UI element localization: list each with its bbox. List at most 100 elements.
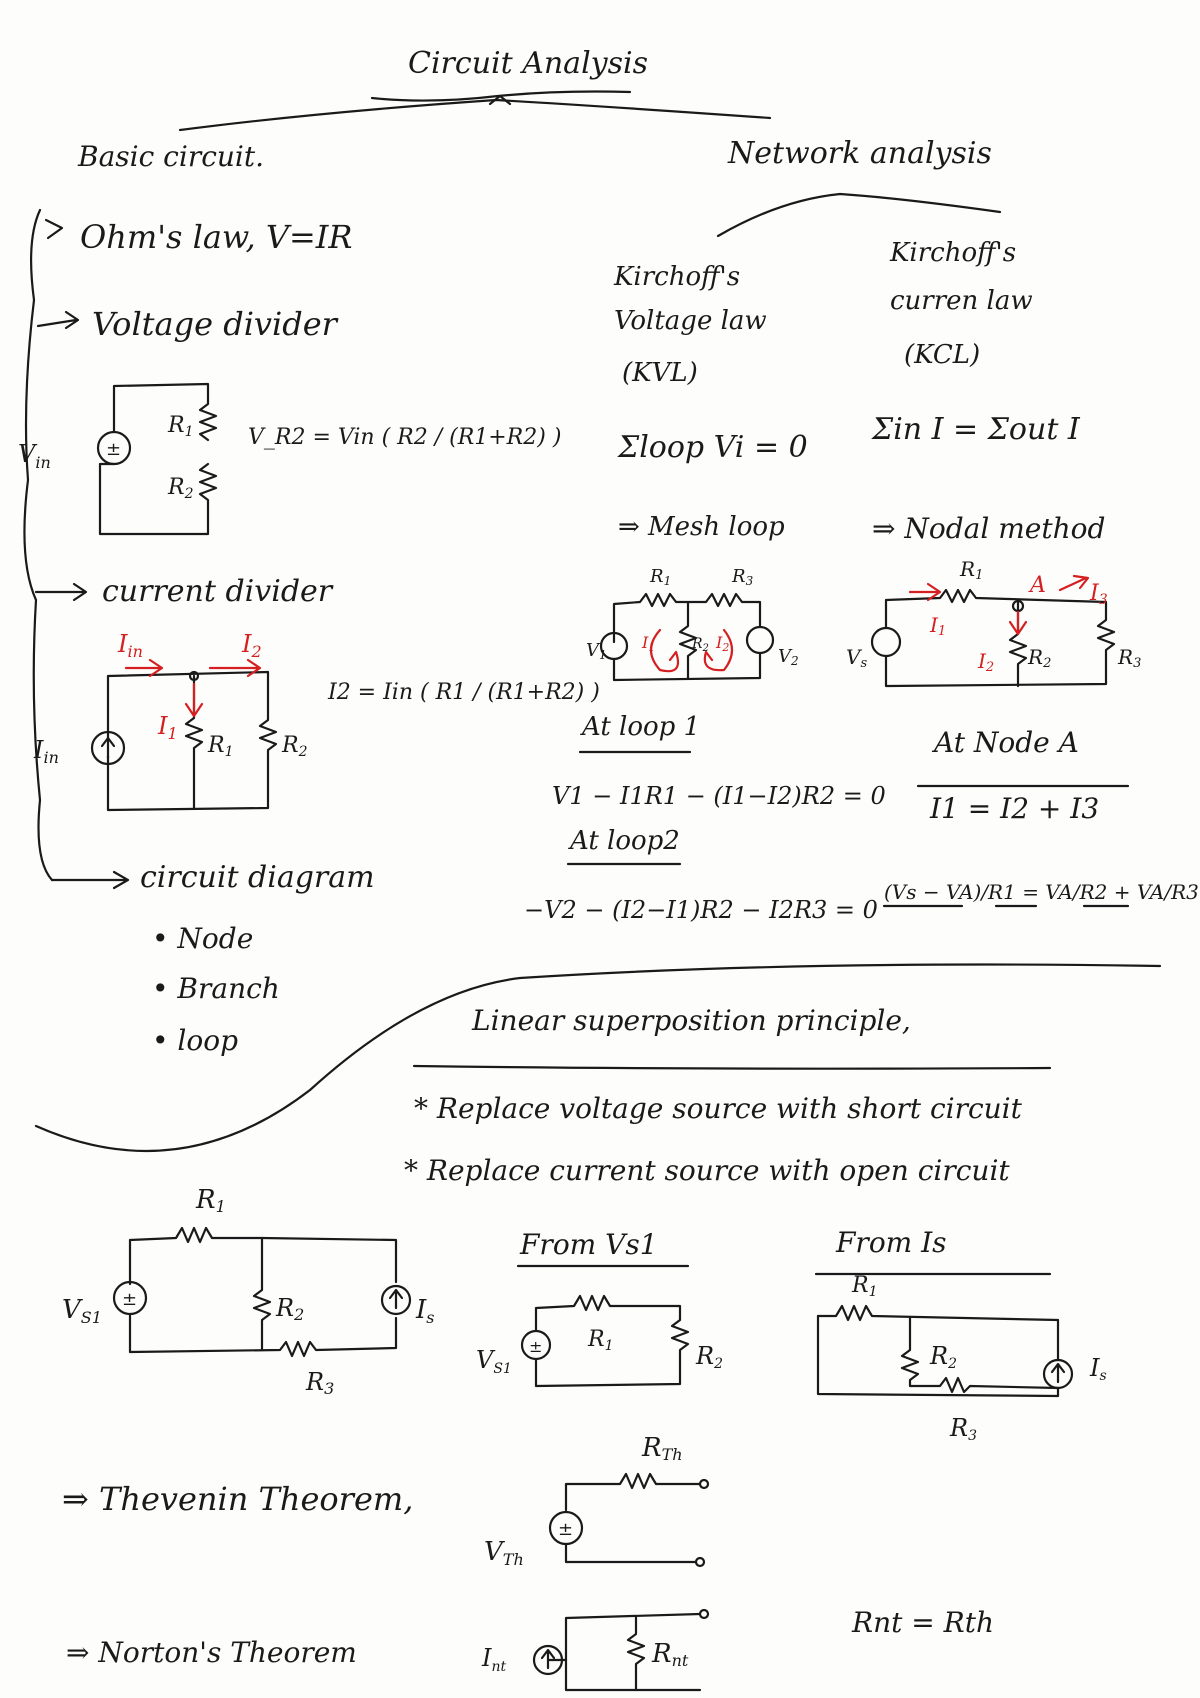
rnt-equals-rth: Rnt = Rth bbox=[852, 1606, 994, 1639]
svg-text:R1: R1 bbox=[587, 1327, 614, 1354]
ohms-law-text: Ohm's law, V=IR bbox=[80, 218, 353, 256]
svg-text:±: ± bbox=[529, 1337, 542, 1356]
network-branch bbox=[716, 192, 1002, 238]
svg-text:R1: R1 bbox=[851, 1273, 878, 1300]
tree-arrow-cdiag bbox=[50, 870, 130, 890]
svg-text:Rnt: Rnt bbox=[651, 1639, 689, 1670]
at-loop1-text: At loop 1 bbox=[582, 712, 701, 742]
svg-text:±: ± bbox=[106, 439, 121, 460]
svg-text:R2: R2 bbox=[167, 475, 194, 502]
from-vs-circuit: ± R1 R2 VS1 bbox=[476, 1294, 723, 1388]
svg-text:R2: R2 bbox=[275, 1294, 304, 1324]
title-underline bbox=[370, 90, 632, 102]
superposition-main-circuit: ± R1 R2 R3 VS1 Is bbox=[62, 1185, 435, 1398]
thevenin-theorem-text: ⇒ Thevenin Theorem, bbox=[62, 1480, 414, 1518]
svg-text:R3: R3 bbox=[305, 1368, 334, 1398]
kcl-title-3: (KCL) bbox=[904, 340, 981, 370]
svg-text:R1: R1 bbox=[167, 413, 194, 440]
voltage-divider-text: Voltage divider bbox=[92, 305, 337, 343]
svg-text:R3: R3 bbox=[949, 1414, 977, 1444]
nodal-method-text: ⇒ Nodal method bbox=[872, 512, 1106, 545]
svg-text:R2: R2 bbox=[695, 1342, 723, 1372]
svg-text:I2: I2 bbox=[241, 630, 262, 661]
svg-text:±: ± bbox=[558, 1519, 573, 1540]
svg-text:R1: R1 bbox=[207, 733, 234, 760]
svg-text:VTh: VTh bbox=[484, 1537, 524, 1569]
title-branch-tick bbox=[488, 94, 512, 106]
current-divider-formula: I2 = Iin ( R1 / (R1+R2) ) bbox=[328, 680, 600, 705]
svg-text:Vin: Vin bbox=[18, 440, 51, 472]
current-divider-circuit: Iin I2 I1 R1 R2 Iin bbox=[33, 630, 308, 812]
svg-text:R1: R1 bbox=[195, 1185, 226, 1216]
basic-circuit-heading: Basic circuit. bbox=[78, 140, 265, 173]
loop1-equation: V1 − I1R1 − (I1−I2)R2 = 0 bbox=[552, 782, 886, 810]
kvl-title-1: Kirchoff's bbox=[614, 262, 741, 292]
svg-text:I2: I2 bbox=[977, 649, 994, 675]
norton-theorem-text: ⇒ Norton's Theorem bbox=[66, 1636, 357, 1669]
svg-text:Iin: Iin bbox=[33, 736, 59, 767]
norton-circuit: Int Rnt bbox=[481, 1608, 710, 1692]
svg-text:R2: R2 bbox=[691, 636, 709, 654]
section-separator bbox=[34, 963, 1162, 1153]
kvl-title-2: Voltage law bbox=[614, 306, 767, 336]
page-title: Circuit Analysis bbox=[408, 46, 648, 81]
thevenin-circuit: ± RTh VTh bbox=[484, 1433, 710, 1569]
svg-text:R2: R2 bbox=[281, 733, 308, 760]
tree-arrow-cdiv bbox=[34, 582, 88, 602]
kcl-title-1: Kirchoff's bbox=[890, 238, 1017, 268]
svg-text:Is: Is bbox=[1089, 1354, 1107, 1384]
bullet-loop: • loop bbox=[152, 1024, 239, 1057]
voltage-divider-circuit: ± Vin R1 R2 bbox=[18, 382, 218, 536]
svg-text:I1: I1 bbox=[929, 613, 946, 639]
svg-text:VS1: VS1 bbox=[62, 1295, 102, 1327]
svg-text:±: ± bbox=[122, 1289, 137, 1310]
left-tree-trunk bbox=[23, 208, 54, 882]
superposition-heading: Linear superposition principle, bbox=[472, 1004, 911, 1037]
at-loop2-text: At loop2 bbox=[570, 826, 680, 856]
svg-text:R3: R3 bbox=[731, 566, 754, 588]
mesh-loop-text: ⇒ Mesh loop bbox=[618, 512, 785, 542]
svg-text:Is: Is bbox=[415, 1295, 435, 1327]
svg-text:R2: R2 bbox=[929, 1342, 957, 1372]
svg-text:V2: V2 bbox=[778, 646, 799, 668]
svg-text:A: A bbox=[1028, 573, 1046, 598]
svg-text:R1: R1 bbox=[959, 557, 983, 583]
tree-arrow-vdiv bbox=[36, 310, 80, 330]
svg-text:R1: R1 bbox=[649, 566, 671, 588]
from-is-heading: From Is bbox=[836, 1226, 947, 1259]
svg-text:Int: Int bbox=[481, 1644, 507, 1675]
svg-text:I3: I3 bbox=[1089, 581, 1108, 608]
loop2-equation: −V2 − (I2−I1)R2 − I2R3 = 0 bbox=[524, 896, 878, 924]
voltage-divider-formula: V_R2 = Vin ( R2 / (R1+R2) ) bbox=[248, 425, 562, 450]
svg-text:R3: R3 bbox=[1117, 645, 1141, 671]
network-analysis-heading: Network analysis bbox=[728, 136, 992, 171]
kcl-title-2: curren law bbox=[890, 286, 1033, 316]
svg-text:RTh: RTh bbox=[641, 1433, 683, 1464]
from-is-circuit: R1 R2 R3 Is bbox=[816, 1273, 1107, 1444]
kvl-equation: Σloop Vi = 0 bbox=[618, 430, 808, 465]
superposition-rule-1: * Replace voltage source with short circ… bbox=[414, 1092, 1022, 1125]
superposition-underline bbox=[412, 1064, 1052, 1070]
from-vs-heading: From Vs1 bbox=[520, 1228, 658, 1261]
current-divider-text: current divider bbox=[102, 574, 333, 609]
bullet-node: • Node bbox=[152, 922, 254, 955]
kcl-equation: Σin I = Σout I bbox=[872, 412, 1080, 447]
kvl-title-3: (KVL) bbox=[622, 358, 698, 388]
tree-arrow-ohms bbox=[44, 218, 64, 240]
at-node-a-text: At Node A bbox=[934, 726, 1079, 759]
node-a-equation-2: (Vs − VA)/R1 = VA/R2 + VA/R3 bbox=[884, 880, 1199, 904]
svg-text:I1: I1 bbox=[641, 633, 655, 654]
circuit-diagram-text: circuit diagram bbox=[140, 860, 375, 895]
svg-text:R2: R2 bbox=[1027, 645, 1051, 671]
title-branch-line bbox=[178, 98, 772, 132]
svg-text:Vs: Vs bbox=[846, 645, 867, 671]
svg-text:V1: V1 bbox=[586, 640, 607, 662]
bullet-branch: • Branch bbox=[152, 972, 280, 1005]
nodal-method-circuit: R1 A I3 I1 I2 R2 R3 Vs bbox=[846, 557, 1141, 688]
svg-text:Iin: Iin bbox=[117, 630, 143, 661]
superposition-rule-2: * Replace current source with open circu… bbox=[404, 1154, 1010, 1187]
svg-text:I1: I1 bbox=[157, 712, 178, 743]
mesh-loop-circuit: R1 R3 R2 V1 V2 I1 I2 bbox=[586, 566, 799, 682]
svg-text:VS1: VS1 bbox=[476, 1346, 512, 1377]
